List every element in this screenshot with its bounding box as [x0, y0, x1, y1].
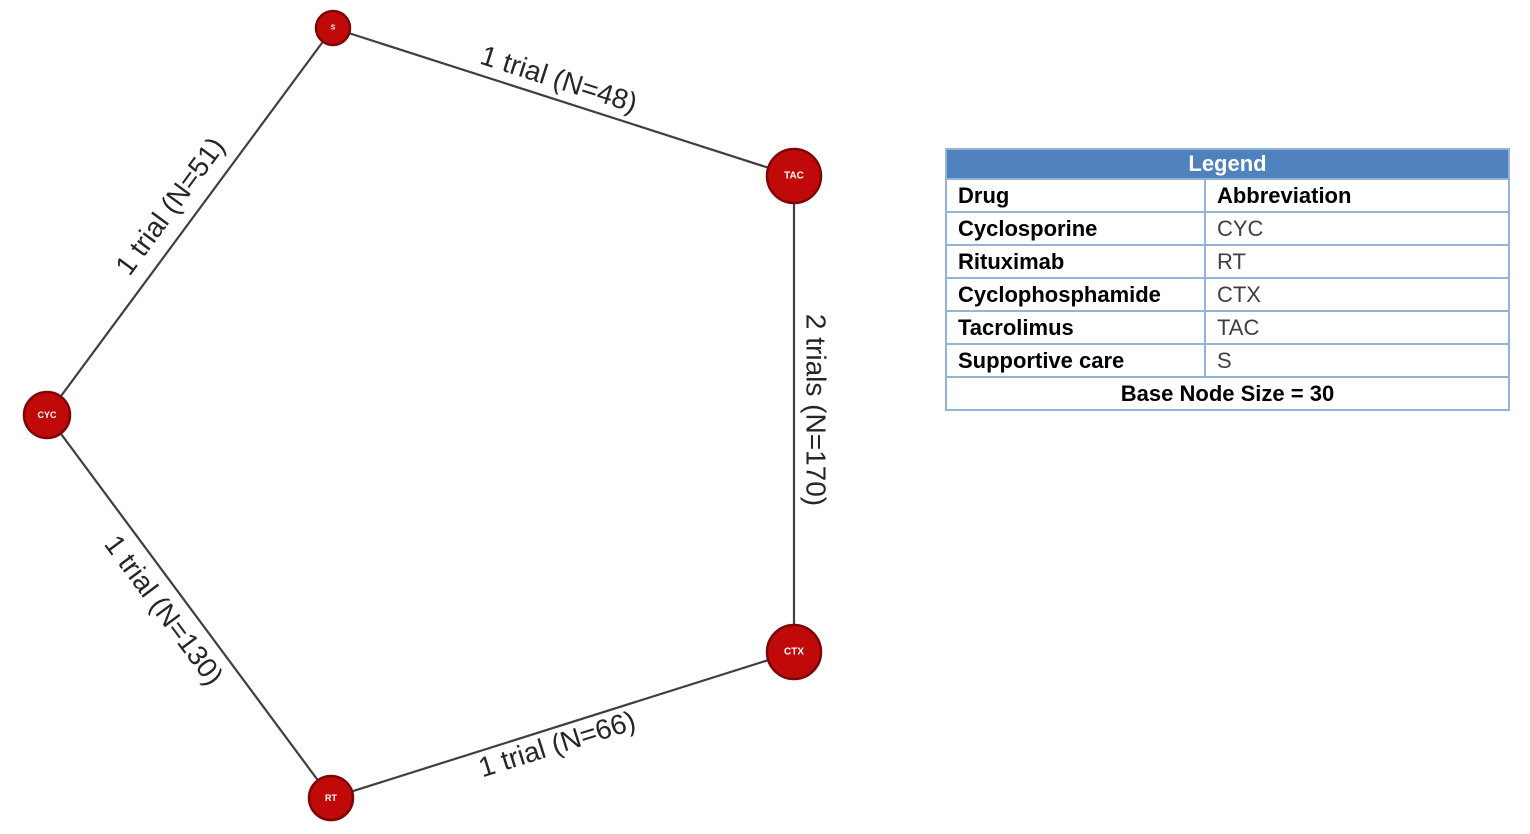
node-group-CYC: CYC — [22, 390, 72, 440]
edge-label-TAC-CTX: 2 trials (N=170) — [801, 314, 832, 506]
network-node-RT — [307, 774, 355, 822]
node-group-TAC: TAC — [765, 147, 823, 205]
node-label-RT: RT — [325, 793, 337, 803]
edge-S-TAC — [332, 26, 795, 178]
legend-container: Legend Drug Abbreviation Cyclosporine CY… — [945, 148, 1511, 411]
node-label-S: S — [331, 25, 336, 32]
node-group-CTX: CTX — [765, 623, 823, 681]
network-node-TAC — [765, 147, 823, 205]
edge-CYC-RT — [46, 414, 332, 799]
legend-title-row: Legend — [945, 148, 1510, 180]
drug-abbreviation: S — [1203, 343, 1511, 378]
drug-name: Cyclophosphamide — [945, 277, 1206, 312]
drug-abbreviation: TAC — [1203, 310, 1511, 345]
edge-label-CYC-S: 1 trial (N=51) — [109, 131, 230, 280]
drug-name: Rituximab — [945, 244, 1206, 279]
legend-col-header-abbreviation: Abbreviation — [1203, 178, 1511, 213]
edge-label-S-TAC: 1 trial (N=48) — [477, 39, 641, 118]
network-node-S — [314, 9, 352, 47]
node-label-CYC: CYC — [37, 410, 57, 420]
legend-footer-row: Base Node Size = 30 — [945, 376, 1510, 411]
legend-row-tacrolimus: Tacrolimus TAC — [945, 310, 1511, 345]
node-group-S: S — [314, 9, 352, 47]
drug-name: Tacrolimus — [945, 310, 1206, 345]
legend-row-supportive-care: Supportive care S — [945, 343, 1511, 378]
legend-title: Legend — [945, 148, 1510, 180]
edge-RT-CTX — [330, 650, 795, 800]
drug-name: Cyclosporine — [945, 211, 1206, 246]
legend-col-header-drug: Drug — [945, 178, 1206, 213]
drug-name: Supportive care — [945, 343, 1206, 378]
node-group-RT: RT — [307, 774, 355, 822]
network-node-CYC — [22, 390, 72, 440]
legend-table: Legend Drug Abbreviation Cyclosporine CY… — [945, 148, 1511, 411]
legend-row-cyclophosphamide: Cyclophosphamide CTX — [945, 277, 1511, 312]
drug-abbreviation: CYC — [1203, 211, 1511, 246]
edge-label-CYC-RT: 1 trial (N=130) — [98, 529, 229, 691]
drug-abbreviation: RT — [1203, 244, 1511, 279]
node-label-TAC: TAC — [784, 171, 804, 182]
drug-abbreviation: CTX — [1203, 277, 1511, 312]
base-node-size-note: Base Node Size = 30 — [945, 376, 1510, 411]
legend-header-row: Drug Abbreviation — [945, 178, 1511, 213]
network-diagram: 1 trial (N=48) 2 trials (N=170) 1 trial (N… — [22, 9, 832, 822]
network-node-CTX — [765, 623, 823, 681]
edge-CYC-S — [46, 27, 334, 416]
node-label-CTX: CTX — [784, 647, 804, 658]
legend-row-rituximab: Rituximab RT — [945, 244, 1511, 279]
legend-row-cyclosporine: Cyclosporine CYC — [945, 211, 1511, 246]
